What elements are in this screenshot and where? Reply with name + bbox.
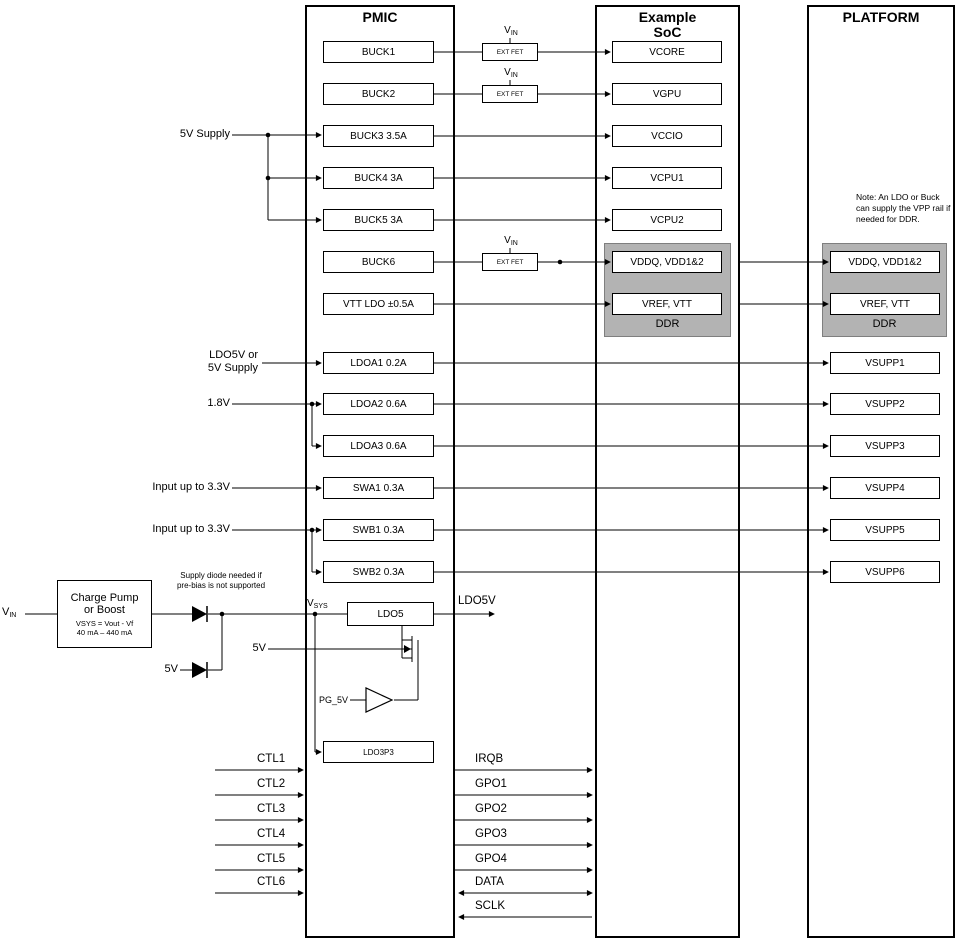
ldo5-block: LDO5 [347,602,434,626]
platform-ddr-label: DDR [872,318,897,330]
swb1-block: SWB1 0.3A [323,519,434,541]
pmic-column: PMIC [305,5,455,938]
vgpu-block: VGPU [612,83,722,105]
vsupp4-block: VSUPP4 [830,477,940,499]
vin-label-extfet1: VIN [504,25,518,37]
vsupp2-block: VSUPP2 [830,393,940,415]
input-3v3-b-label: Input up to 3.3V [152,523,230,535]
vsupp6-block: VSUPP6 [830,561,940,583]
soc-vref-block: VREF, VTT [612,293,722,315]
ldoa2-block: LDOA2 0.6A [323,393,434,415]
ldo5v-output-label: LDO5V [458,595,496,607]
five-v-diode-icon [192,662,207,678]
swb2-block: SWB2 0.3A [323,561,434,583]
ext-fet-buck1-block: EXT FET [482,43,538,61]
buck2-block: BUCK2 [323,83,434,105]
ctl2-label: CTL2 [257,778,286,790]
buck5-block: BUCK5 3A [323,209,434,231]
gpo4-label: GPO4 [475,853,507,865]
data-label: DATA [475,876,504,888]
platform-column: PLATFORM [807,5,955,938]
ext-fet-buck2-block: EXT FET [482,85,538,103]
diode-icons [192,606,208,678]
vsys-label: VSYS [307,598,328,610]
buck4-block: BUCK4 3A [323,167,434,189]
ldoa1-block: LDOA1 0.2A [323,352,434,374]
buck6-block: BUCK6 [323,251,434,273]
vin-label-extfet2: VIN [504,67,518,79]
vsupp5-block: VSUPP5 [830,519,940,541]
buck3-block: BUCK3 3.5A [323,125,434,147]
buck1-block: BUCK1 [323,41,434,63]
ctl6-label: CTL6 [257,876,286,888]
swa1-block: SWA1 0.3A [323,477,434,499]
vcpu2-block: VCPU2 [612,209,722,231]
ctl5-label: CTL5 [257,853,286,865]
ext-fet-buck6-block: EXT FET [482,253,538,271]
gpo1-label: GPO1 [475,778,507,790]
vcpu1-block: VCPU1 [612,167,722,189]
vsupp3-block: VSUPP3 [830,435,940,457]
vin-label-extfet6: VIN [504,235,518,247]
pg5v-label: PG_5V [318,695,348,705]
supply-diode-icon [192,606,207,622]
pmic-title: PMIC [362,9,398,25]
vin-main-label: VIN [2,606,17,619]
ctl3-label: CTL3 [257,803,286,815]
input-3v3-a-label: Input up to 3.3V [152,481,230,493]
vsupp1-block: VSUPP1 [830,352,940,374]
vtt-ldo-block: VTT LDO ±0.5A [323,293,434,315]
gpo2-label: GPO2 [475,803,507,815]
ctl4-label: CTL4 [257,828,286,840]
platform-vref-block: VREF, VTT [830,293,940,315]
soc-ddr-label: DDR [655,318,680,330]
ldo3p3-block: LDO3P3 [323,741,434,763]
irqb-label: IRQB [475,753,504,765]
charge-pump-line2: or Boost [84,603,125,616]
vcore-block: VCORE [612,41,722,63]
sclk-label: SCLK [475,900,506,912]
charge-pump-line4: 40 mA – 440 mA [76,627,133,637]
ldoa3-block: LDOA3 0.6A [323,435,434,457]
charge-pump-line1: Charge Pump [70,591,139,604]
platform-note: Note: An LDO or Buck can supply the VPP … [856,192,951,224]
gpo3-label: GPO3 [475,828,507,840]
platform-title: PLATFORM [842,9,920,25]
supply-5v-label: 5V Supply [179,128,230,140]
five-v-diode-label: 5V [164,663,178,675]
vccio-block: VCCIO [612,125,722,147]
platform-vddq-block: VDDQ, VDD1&2 [830,251,940,273]
charge-pump-block: Charge Pump or Boost VSYS = Vout - Vf 40… [57,580,152,648]
five-v-fet-label: 5V [252,642,266,654]
v1p8-label: 1.8V [207,397,230,409]
charge-pump-line3: VSYS = Vout - Vf [75,618,134,628]
soc-vddq-block: VDDQ, VDD1&2 [612,251,722,273]
ctl1-label: CTL1 [257,753,286,765]
